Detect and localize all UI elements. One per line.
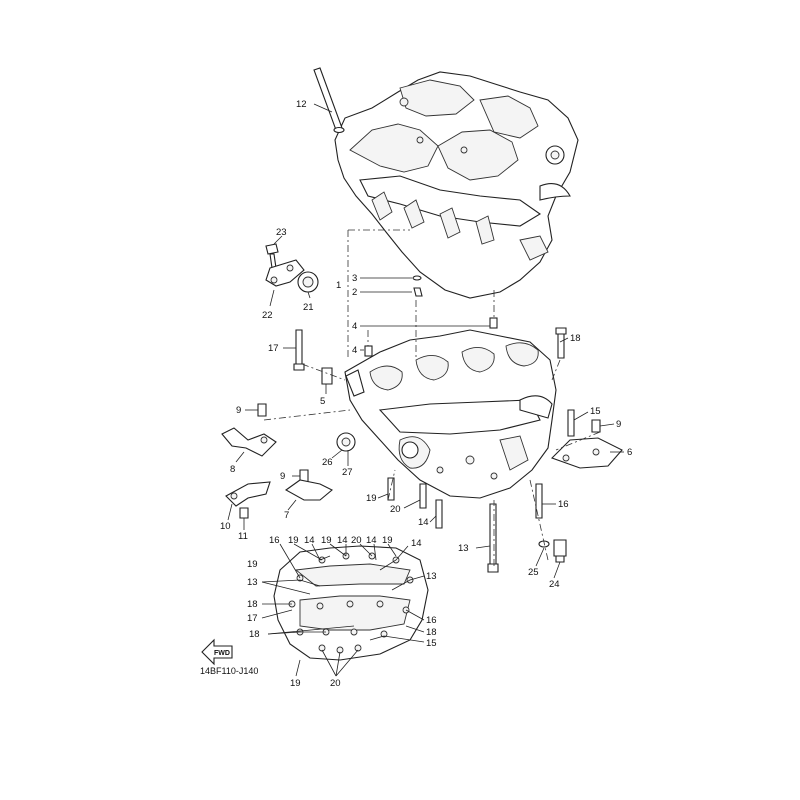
- callout-5: 5: [320, 396, 325, 407]
- callout-12: 12: [296, 99, 307, 110]
- callout-18-bottom-b: 18: [249, 629, 260, 640]
- callout-19-bottom-b: 19: [321, 535, 332, 546]
- callout-19-bottom-d: 19: [247, 559, 258, 570]
- callout-19-main: 19: [366, 493, 377, 504]
- lower-crankcase: [344, 329, 557, 499]
- callout-23: 23: [276, 227, 287, 238]
- callout-4-lower: 4: [352, 345, 357, 356]
- small-parts: [221, 243, 623, 573]
- callout-15-bottom: 15: [426, 638, 437, 649]
- callout-22: 22: [262, 310, 273, 321]
- callout-13-main: 13: [458, 543, 469, 554]
- callout-19-bottom-e: 19: [290, 678, 301, 689]
- callout-17-main: 17: [268, 343, 279, 354]
- leader-lines: [227, 103, 624, 677]
- fwd-label: FWD: [214, 650, 230, 657]
- callout-6: 6: [627, 447, 632, 458]
- callout-14-main: 14: [418, 517, 429, 528]
- callout-16-bottom: 16: [269, 535, 280, 546]
- fwd-arrow-icon: FWD: [201, 638, 233, 666]
- callout-16-bottom-right: 16: [426, 615, 437, 626]
- callout-10: 10: [220, 521, 231, 532]
- assembly-lines: [263, 229, 601, 566]
- callout-14-bottom-b: 14: [337, 535, 348, 546]
- callout-7: 7: [284, 510, 289, 521]
- callout-14-bottom-d: 14: [411, 538, 422, 549]
- callout-19-bottom-c: 19: [382, 535, 393, 546]
- callout-26: 26: [322, 457, 333, 468]
- diagram-code: 14BF110-J140: [200, 666, 258, 676]
- callout-11: 11: [238, 531, 248, 542]
- callout-27: 27: [342, 467, 353, 478]
- callout-20-main: 20: [390, 504, 401, 515]
- callout-2: 2: [352, 287, 357, 298]
- upper-crankcase: [334, 71, 579, 299]
- callout-21: 21: [303, 302, 314, 313]
- callout-18-bottom-a: 18: [247, 599, 258, 610]
- callout-13-bottom-left: 13: [247, 577, 258, 588]
- callout-9-center: 9: [280, 471, 285, 482]
- callout-3: 3: [352, 273, 357, 284]
- callout-14-bottom-c: 14: [366, 535, 377, 546]
- callout-16-main: 16: [558, 499, 569, 510]
- callout-13-bottom-right: 13: [426, 571, 437, 582]
- callout-25: 25: [528, 567, 539, 578]
- callout-19-bottom-a: 19: [288, 535, 299, 546]
- bottom-view: [273, 545, 429, 661]
- callout-17-bottom: 17: [247, 613, 258, 624]
- callout-18-main: 18: [570, 333, 581, 344]
- callout-labels: 12 23 21 22 3 2 1 4 4 17 18 5 9 8 15 9 6…: [220, 99, 632, 689]
- callout-9-left: 9: [236, 405, 241, 416]
- callout-20-bottom-a: 20: [351, 535, 362, 546]
- callout-4-upper: 4: [352, 321, 357, 332]
- callout-20-bottom-b: 20: [330, 678, 341, 689]
- callout-24: 24: [549, 579, 560, 590]
- callout-9-right: 9: [616, 419, 621, 430]
- callout-14-bottom-a: 14: [304, 535, 315, 546]
- callout-15-main: 15: [590, 406, 601, 417]
- callout-18-bottom-c: 18: [426, 627, 437, 638]
- callout-8: 8: [230, 464, 235, 475]
- callout-1: 1: [336, 280, 341, 291]
- stud-bolt: [313, 67, 345, 134]
